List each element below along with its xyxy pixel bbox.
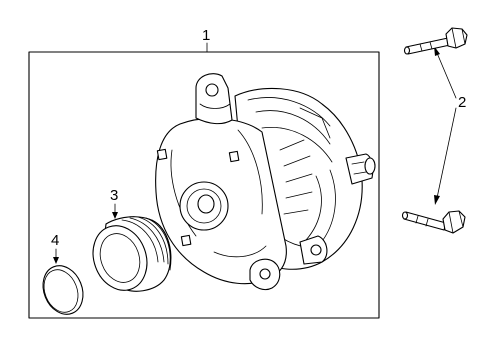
mounting-bolt-icon <box>401 210 466 234</box>
alternator-assembly-icon <box>155 73 376 291</box>
callout-1-label: 1 <box>202 27 210 44</box>
callout-2-arrowhead-lower <box>434 195 440 205</box>
callout-3-arrowhead <box>112 212 118 219</box>
callout-2-leader-lower <box>436 107 457 199</box>
mounting-bolt-icon <box>403 27 468 55</box>
assembly-frame <box>28 51 380 319</box>
callout-3-label: 3 <box>110 187 118 204</box>
pulley-icon <box>92 216 172 292</box>
callout-4-label: 4 <box>51 232 59 249</box>
callout-4-arrowhead <box>53 257 59 264</box>
callout-2-label: 2 <box>458 94 466 111</box>
pulley-cap-icon <box>42 265 84 315</box>
callout-2-leader-upper <box>436 52 457 99</box>
